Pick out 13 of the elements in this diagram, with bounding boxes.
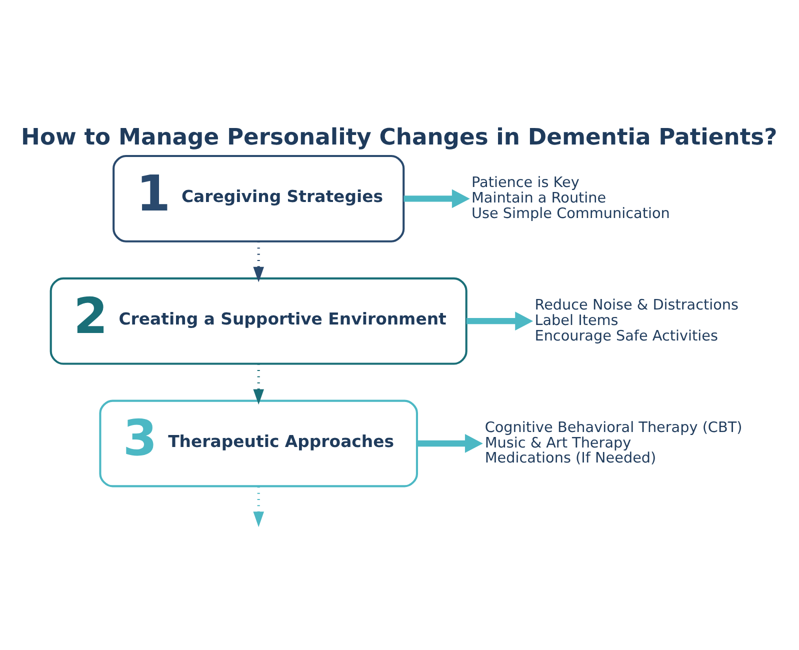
node-box: 3 Therapeutic Approaches: [99, 400, 418, 488]
node-text: Patience is Key Maintain a Routine Use Simple Communication: [471, 175, 670, 222]
arrow: [253, 241, 264, 282]
arrow: [253, 486, 264, 528]
node-box: 2 Creating a Supportive Environment: [50, 277, 468, 365]
node-text: Cognitive Behavioral Therapy (CBT) Music & Art Therapy Medications (If Needed): [484, 420, 742, 467]
node-text: Reduce Noise & Distractions Label Items Encourage Safe Activities: [534, 297, 739, 344]
diagram-title: How to Manage Personality Changes in Dementia Patients?: [21, 124, 778, 150]
node-box: 1 Caregiving Strategies: [112, 155, 405, 242]
arrow: [417, 434, 483, 453]
arrow: [404, 189, 470, 208]
arrow: [253, 364, 264, 405]
arrow: [466, 312, 534, 331]
